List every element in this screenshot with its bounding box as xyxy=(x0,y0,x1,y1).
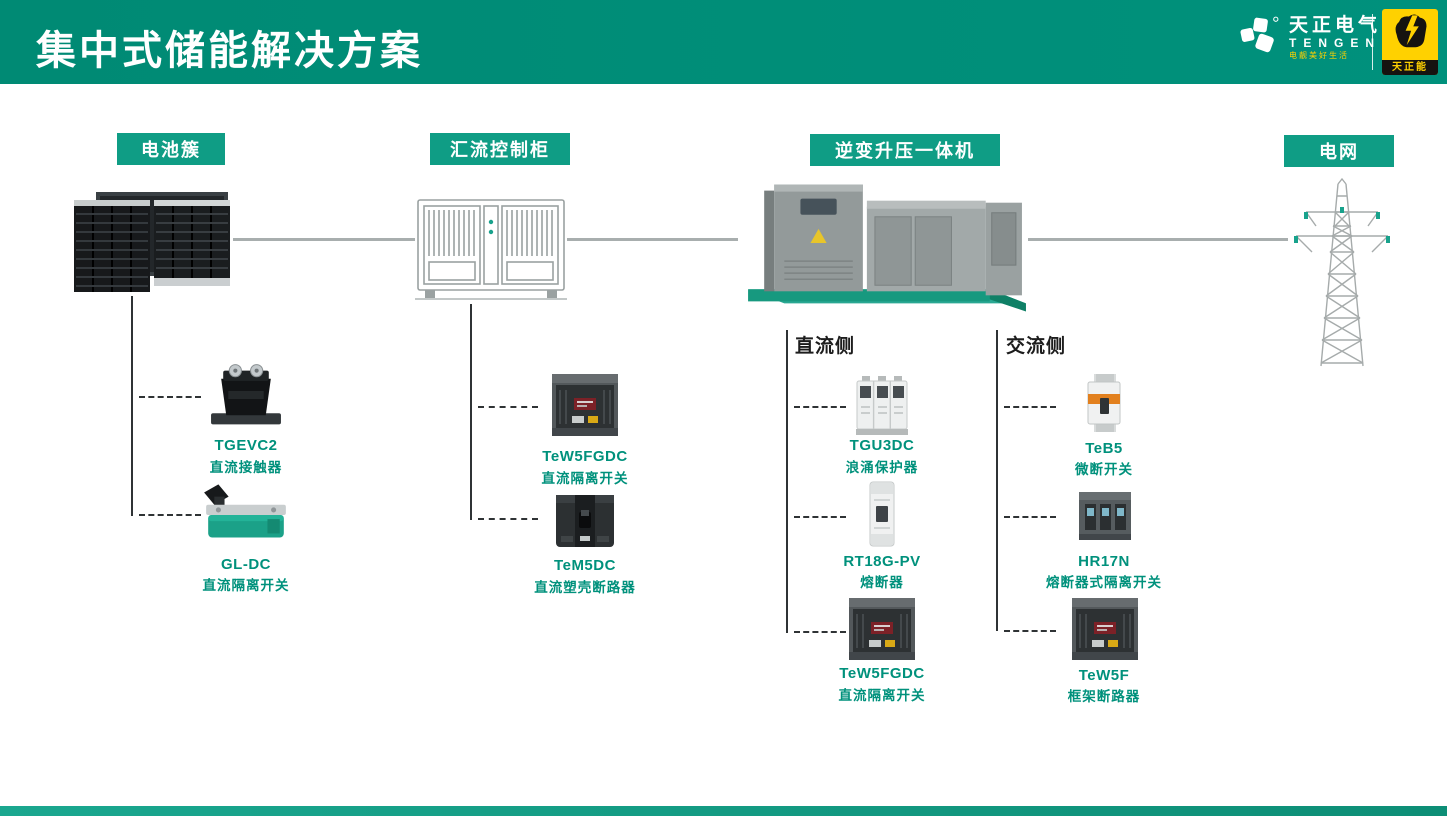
fist-lightning-icon xyxy=(1388,11,1432,60)
desc-tew5f: 框架断路器 xyxy=(1067,689,1141,704)
bus-line-combiner xyxy=(470,304,472,520)
bus-line-ac-side xyxy=(996,330,998,631)
connector-combiner-to-inverter xyxy=(567,238,738,241)
header-divider xyxy=(1372,14,1373,70)
desc-gl-dc: 直流隔离开关 xyxy=(202,578,290,593)
tew5f-product-image xyxy=(1070,596,1140,662)
tengen-logo-mark-icon xyxy=(1238,15,1280,62)
stage-label-combiner-cabinet: 汇流控制柜 xyxy=(430,133,570,165)
stage-label-battery-cluster: 电池簇 xyxy=(117,133,225,165)
model-hr17n: HR17N xyxy=(1078,553,1130,570)
desc-tgu3dc: 浪涌保护器 xyxy=(845,460,919,475)
battery-cluster-image xyxy=(70,188,235,298)
bus-line-battery xyxy=(131,296,133,516)
stage-label-grid: 电网 xyxy=(1284,135,1394,167)
brand-tagline: 电靓美好生活 xyxy=(1289,51,1349,61)
model-tgevc2: TGEVC2 xyxy=(214,437,278,454)
teb5-product-image xyxy=(1082,372,1126,434)
branch-line xyxy=(1004,516,1056,518)
brand-name-en: TENGEN xyxy=(1289,35,1382,50)
tgevc2-product-image xyxy=(208,360,284,430)
branch-line xyxy=(1004,630,1056,632)
page-title: 集中式储能解决方案 xyxy=(36,29,423,73)
transmission-tower-image xyxy=(1288,178,1396,373)
model-rt18g-pv: RT18G-PV xyxy=(843,553,921,570)
branch-line xyxy=(794,516,846,518)
footer-bar xyxy=(0,806,1447,816)
ac-side-label: 交流侧 xyxy=(1006,336,1067,357)
branch-line xyxy=(794,406,846,408)
connector-battery-to-combiner xyxy=(233,238,415,241)
branch-line xyxy=(478,518,538,520)
desc-hr17n: 熔断器式隔离开关 xyxy=(1046,575,1162,590)
rt18g-pv-product-image xyxy=(866,480,898,550)
model-tew5fgdc-combiner: TeW5FGDC xyxy=(542,448,628,465)
brand-badge: 天正能 xyxy=(1382,9,1438,75)
model-tew5fgdc-dc: TeW5FGDC xyxy=(839,665,925,682)
desc-tew5fgdc-combiner: 直流隔离开关 xyxy=(541,471,629,486)
model-gl-dc: GL-DC xyxy=(221,556,271,573)
bus-line-dc-side xyxy=(786,330,788,633)
branch-line xyxy=(478,406,538,408)
tem5dc-product-image xyxy=(551,492,619,550)
branch-line xyxy=(139,396,201,398)
tew5fgdc-combiner-product-image xyxy=(550,372,620,438)
dc-side-label: 直流侧 xyxy=(795,336,856,357)
desc-teb5: 微断开关 xyxy=(1075,462,1133,477)
inverter-booster-image xyxy=(738,176,1030,318)
desc-tew5fgdc-dc: 直流隔离开关 xyxy=(838,688,926,703)
model-tgu3dc: TGU3DC xyxy=(849,437,915,454)
model-teb5: TeB5 xyxy=(1085,440,1123,457)
branch-line xyxy=(794,631,846,633)
gl-dc-product-image xyxy=(200,482,292,546)
brand-text: 天正电气 TENGEN 电靓美好生活 xyxy=(1289,15,1382,61)
tew5fgdc-dc-product-image xyxy=(847,596,917,662)
branch-line xyxy=(139,514,201,516)
badge-label: 天正能 xyxy=(1382,60,1438,75)
tgu3dc-product-image xyxy=(856,372,908,436)
tengen-brand-block: 天正电气 TENGEN 电靓美好生活 xyxy=(1238,15,1381,62)
branch-line xyxy=(1004,406,1056,408)
hr17n-product-image xyxy=(1076,486,1134,544)
header-bar: 集中式储能解决方案 天正电气 TENGEN 电靓美好生活 xyxy=(0,0,1447,84)
connector-inverter-to-grid xyxy=(1028,238,1288,241)
stage-label-inverter-booster: 逆变升压一体机 xyxy=(810,134,1000,166)
brand-name-cn: 天正电气 xyxy=(1289,15,1382,37)
combiner-cabinet-image xyxy=(415,192,567,304)
desc-tem5dc: 直流塑壳断路器 xyxy=(534,580,636,595)
desc-tgevc2: 直流接触器 xyxy=(209,460,283,475)
model-tem5dc: TeM5DC xyxy=(554,557,616,574)
model-tew5f: TeW5F xyxy=(1078,667,1130,684)
desc-rt18g-pv: 熔断器 xyxy=(860,575,904,590)
